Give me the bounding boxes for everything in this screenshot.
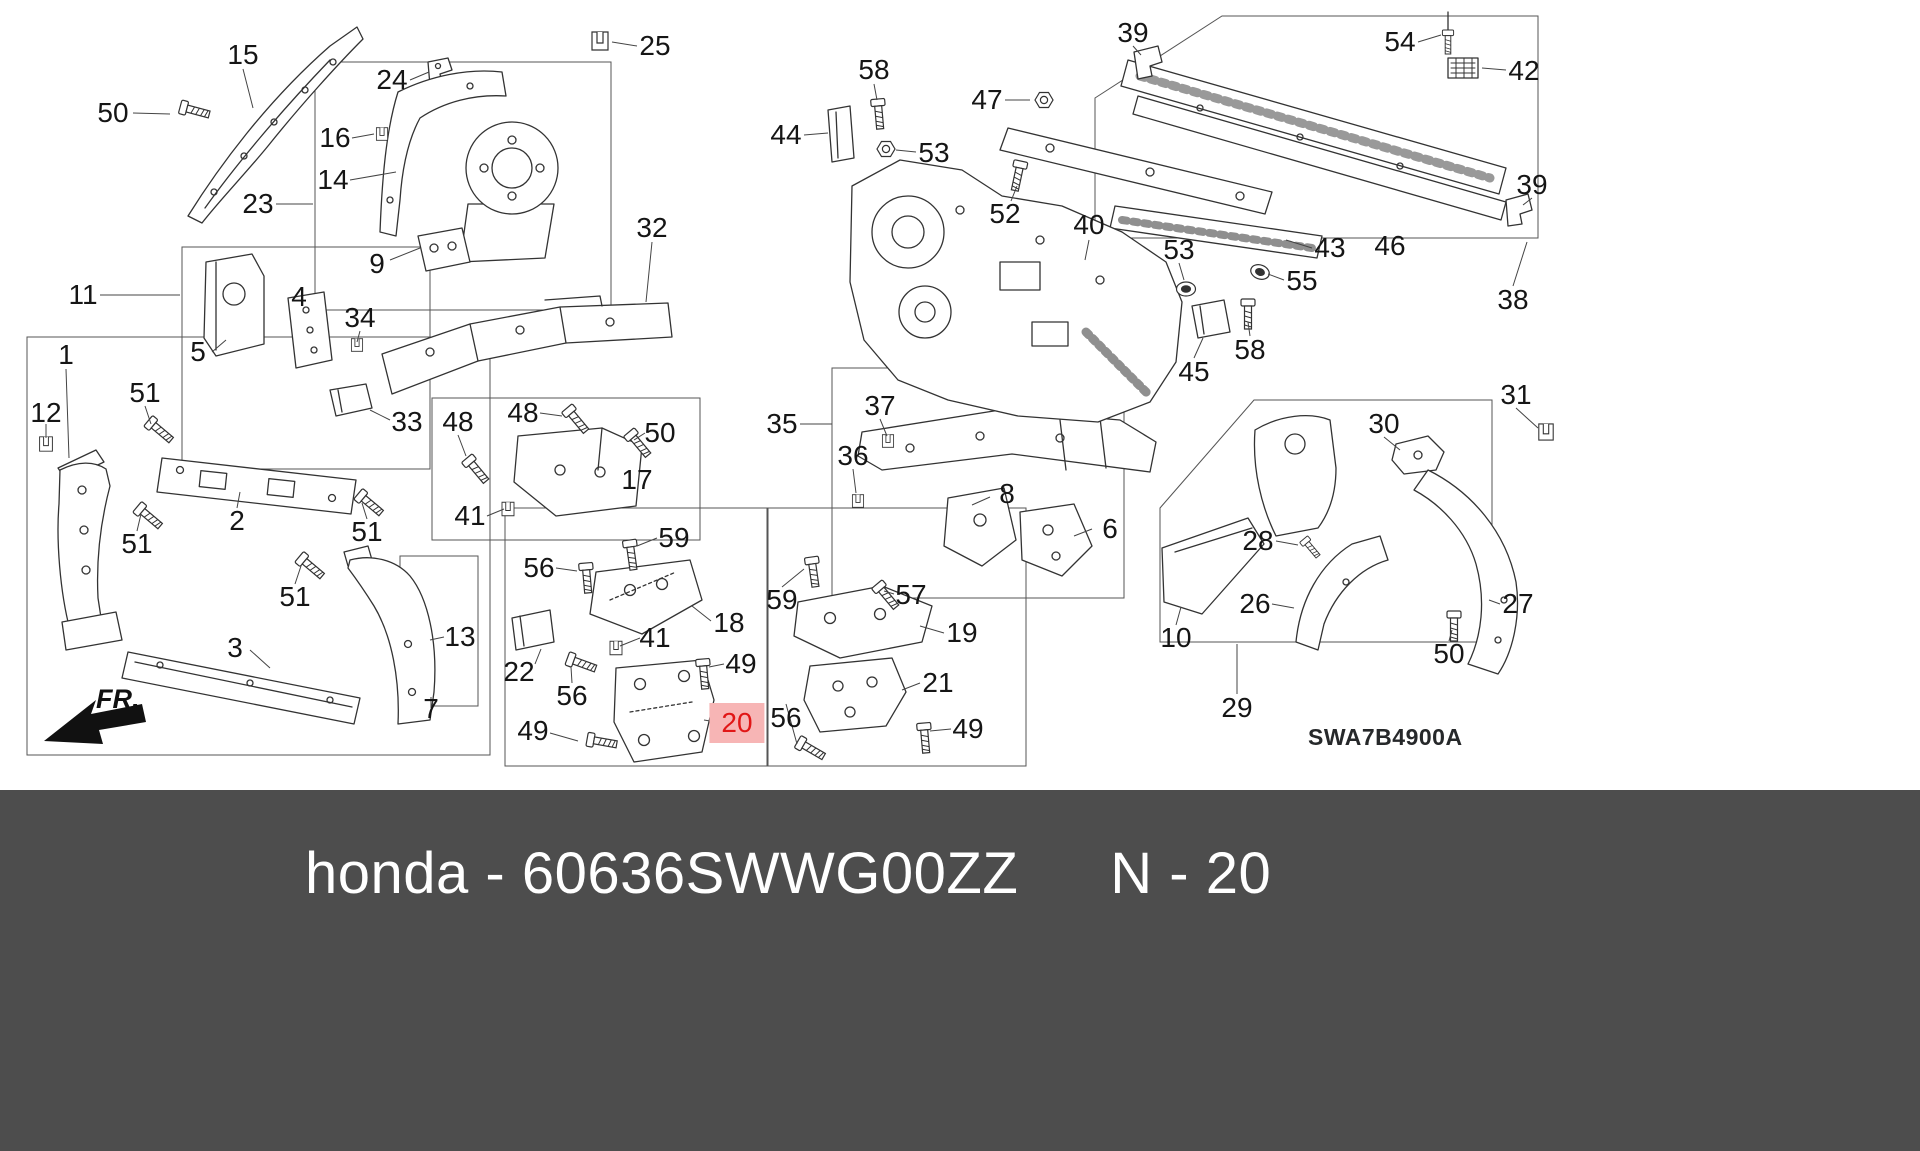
part-callout-48[interactable]: 48: [442, 406, 474, 437]
radiator-support-art: [57, 449, 436, 725]
part-callout-14[interactable]: 14: [317, 164, 349, 195]
fender-rail-art: [187, 26, 364, 224]
part-callout-55[interactable]: 55: [1286, 265, 1318, 296]
part-callout-15[interactable]: 15: [227, 39, 259, 70]
fr-label: FR.: [96, 684, 140, 714]
part-callout-13[interactable]: 13: [444, 621, 476, 652]
part-callout-43[interactable]: 43: [1314, 232, 1346, 263]
bracket17-art: [513, 427, 643, 517]
part-callout-38[interactable]: 38: [1497, 284, 1529, 315]
rear-wheelhouse-art: [1161, 415, 1519, 675]
diagram-code: SWA7B4900A: [1308, 724, 1463, 750]
part-callout-7[interactable]: 7: [423, 693, 439, 724]
part-callout-25[interactable]: 25: [639, 30, 671, 61]
part-callout-8[interactable]: 8: [999, 478, 1015, 509]
part-callout-29[interactable]: 29: [1221, 692, 1253, 723]
part-callout-57[interactable]: 57: [895, 579, 927, 610]
part-callout-59[interactable]: 59: [658, 522, 690, 553]
part-callout-39[interactable]: 39: [1117, 17, 1149, 48]
front-frame-art: [381, 295, 673, 395]
part-callout-3[interactable]: 3: [227, 632, 243, 663]
part-callout-37[interactable]: 37: [864, 390, 896, 421]
part-callout-41[interactable]: 41: [639, 622, 671, 653]
dashboard-art: [827, 105, 1323, 423]
part-callout-34[interactable]: 34: [344, 302, 376, 333]
part-number-text: honda - 60636SWWG00ZZ: [305, 841, 1019, 906]
part-callout-17[interactable]: 17: [621, 464, 653, 495]
part-callout-51[interactable]: 51: [121, 528, 153, 559]
part-callout-52[interactable]: 52: [989, 198, 1021, 229]
part-callout-47[interactable]: 47: [971, 84, 1003, 115]
part-callout-56[interactable]: 56: [770, 702, 802, 733]
part-callout-31[interactable]: 31: [1500, 379, 1532, 410]
part-callout-23[interactable]: 23: [242, 188, 274, 219]
part-callout-35[interactable]: 35: [766, 408, 798, 439]
part-callout-36[interactable]: 36: [837, 440, 869, 471]
part-callout-51[interactable]: 51: [129, 377, 161, 408]
part-callout-20-selected[interactable]: 20: [709, 703, 765, 743]
part-callout-53[interactable]: 53: [1163, 234, 1195, 265]
part-callout-2[interactable]: 2: [229, 505, 245, 536]
part-callout-46[interactable]: 46: [1374, 230, 1406, 261]
leader-lines: [45, 34, 1539, 745]
part-callout-56[interactable]: 56: [523, 552, 555, 583]
part-callout-4[interactable]: 4: [291, 281, 307, 312]
part-caption-banner: honda - 60636SWWG00ZZ N - 20: [0, 790, 1920, 1151]
part-callout-49[interactable]: 49: [952, 713, 984, 744]
part-callout-12[interactable]: 12: [30, 397, 62, 428]
part-callout-49[interactable]: 49: [725, 648, 757, 679]
part-callout-53[interactable]: 53: [918, 137, 950, 168]
part-callout-45[interactable]: 45: [1178, 356, 1210, 387]
part-callout-59[interactable]: 59: [766, 584, 798, 615]
part-callout-41[interactable]: 41: [454, 500, 486, 531]
part-callout-19[interactable]: 19: [946, 617, 978, 648]
bracket18-20-art: [511, 559, 715, 763]
part-callout-9[interactable]: 9: [369, 248, 385, 279]
part-callout-40[interactable]: 40: [1073, 209, 1105, 240]
part-callout-49[interactable]: 49: [517, 715, 549, 746]
part-callout-24[interactable]: 24: [376, 64, 408, 95]
group-boxes: [26, 15, 1539, 767]
fr-arrow-icon: [44, 700, 146, 744]
part-callout-44[interactable]: 44: [770, 119, 802, 150]
part-callout-58[interactable]: 58: [858, 54, 890, 85]
part-callout-58[interactable]: 58: [1234, 334, 1266, 365]
part-callout-1[interactable]: 1: [58, 339, 74, 370]
part-callout-11[interactable]: 11: [68, 279, 98, 310]
part-callout-33[interactable]: 33: [391, 406, 423, 437]
part-callout-10[interactable]: 10: [1160, 622, 1192, 653]
page-reference-text: N - 20: [1110, 841, 1272, 906]
part-callout-51[interactable]: 51: [351, 516, 383, 547]
part-callout-5[interactable]: 5: [190, 336, 206, 367]
part-callout-50[interactable]: 50: [644, 417, 676, 448]
bracket-group-art: [203, 253, 373, 417]
part-callout-22[interactable]: 22: [503, 656, 535, 687]
part-callout-42[interactable]: 42: [1508, 55, 1540, 86]
part-callout-21[interactable]: 21: [922, 667, 954, 698]
part-callout-26[interactable]: 26: [1239, 588, 1271, 619]
rear-frame-art: [857, 409, 1157, 577]
part-callout-51[interactable]: 51: [279, 581, 311, 612]
part-callout-50[interactable]: 50: [97, 97, 129, 128]
part-callout-39[interactable]: 39: [1516, 169, 1548, 200]
part-shapes: [57, 11, 1533, 763]
part-callout-28[interactable]: 28: [1242, 525, 1274, 556]
part-callout-50[interactable]: 50: [1433, 638, 1465, 669]
part-callout-6[interactable]: 6: [1102, 513, 1118, 544]
part-callout-18[interactable]: 18: [713, 607, 745, 638]
wheelhouse-art: [379, 57, 559, 272]
part-callout-32[interactable]: 32: [636, 212, 668, 243]
cowl-top-art: [1120, 11, 1533, 227]
fr-direction: FR.: [44, 684, 146, 744]
part-callout-30[interactable]: 30: [1368, 408, 1400, 439]
part-callout-54[interactable]: 54: [1384, 26, 1416, 57]
part-callout-48[interactable]: 48: [507, 397, 539, 428]
parts-diagram-art: FR.: [26, 11, 1554, 767]
part-callout-27[interactable]: 27: [1502, 588, 1534, 619]
part-callout-56[interactable]: 56: [556, 680, 588, 711]
part-callout-16[interactable]: 16: [319, 122, 351, 153]
